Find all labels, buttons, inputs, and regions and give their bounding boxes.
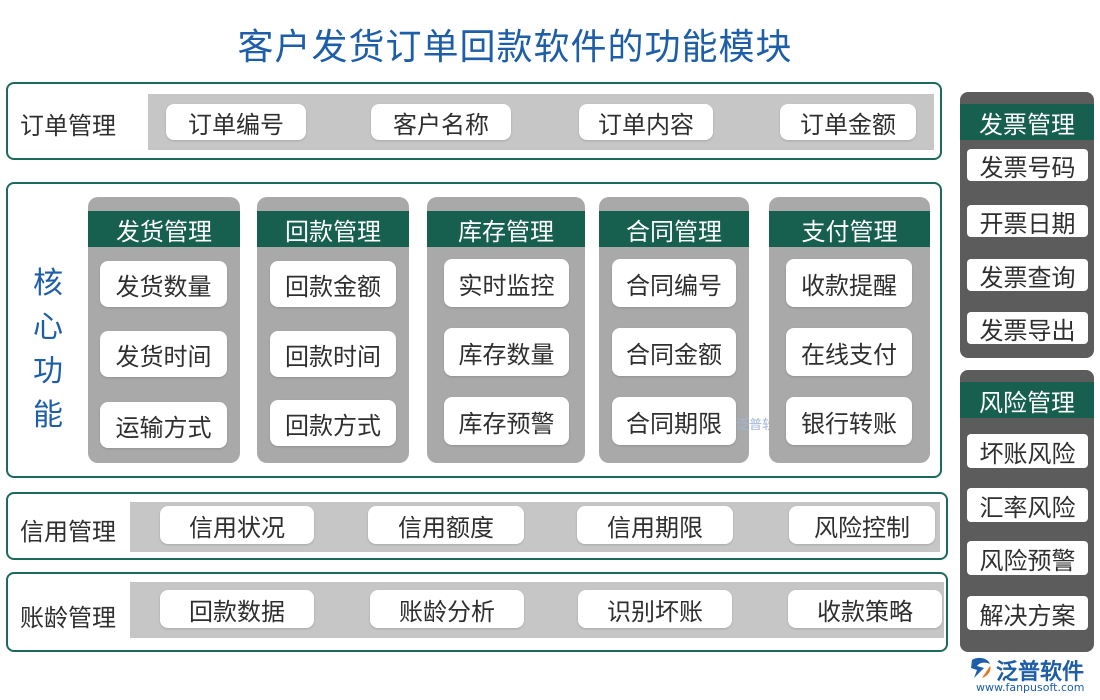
contract-management-column: 合同管理 合同编号 合同金额 合同期限: [599, 197, 749, 463]
payment-management-header: 支付管理: [769, 211, 930, 247]
payment-collection-header: 回款管理: [257, 211, 409, 247]
credit-term: 信用期限: [577, 506, 733, 544]
order-management-section: 订单管理 订单编号 客户名称 订单内容 订单金额: [6, 82, 942, 160]
contract-number: 合同编号: [612, 259, 736, 307]
shipping-management-header: 发货管理: [88, 211, 240, 247]
invoice-query: 发票查询: [967, 259, 1088, 292]
aging-items-strip: 回款数据 账龄分析 识别坏账 收款策略: [130, 582, 944, 638]
risk-management-group: 风险管理 坏账风险 汇率风险 风险预警 解决方案: [960, 370, 1094, 652]
inventory-alert: 库存预警: [444, 397, 569, 445]
payment-data: 回款数据: [160, 590, 314, 628]
invoice-management-header: 发票管理: [960, 104, 1094, 140]
invoice-date: 开票日期: [967, 205, 1088, 238]
exchange-rate-risk: 汇率风险: [967, 488, 1088, 522]
page-title: 客户发货订单回款软件的功能模块: [237, 27, 793, 68]
payment-reminder: 收款提醒: [786, 259, 912, 307]
order-item-amount: 订单金额: [780, 104, 916, 140]
aging-management-section: 账龄管理 回款数据 账龄分析 识别坏账 收款策略: [6, 572, 948, 652]
shipping-method: 运输方式: [100, 402, 227, 448]
invoice-management-group: 发票管理 发票号码 开票日期 发票查询 发票导出: [960, 92, 1094, 358]
order-item-content: 订单内容: [579, 104, 713, 140]
credit-management-section: 信用管理 信用状况 信用额度 信用期限 风险控制: [6, 492, 948, 560]
bad-debt-risk: 坏账风险: [967, 434, 1088, 468]
fanpu-logo-icon: [971, 657, 991, 678]
order-item-number: 订单编号: [166, 104, 306, 140]
logo-name: 泛普软件: [996, 660, 1085, 685]
identify-bad-debt: 识别坏账: [578, 590, 732, 628]
risk-alert: 风险预警: [967, 541, 1088, 575]
online-payment: 在线支付: [786, 328, 912, 376]
solutions: 解决方案: [967, 596, 1088, 630]
bank-transfer: 银行转账: [786, 397, 912, 445]
shipping-quantity: 发货数量: [100, 261, 227, 307]
payment-method: 回款方式: [270, 400, 396, 446]
order-management-label: 订单管理: [20, 112, 116, 140]
contract-term: 合同期限: [612, 397, 736, 445]
credit-management-label: 信用管理: [20, 518, 116, 546]
contract-amount: 合同金额: [612, 328, 736, 376]
credit-items-strip: 信用状况 信用额度 信用期限 风险控制: [130, 502, 940, 552]
collection-strategy: 收款策略: [788, 590, 942, 628]
inventory-management-header: 库存管理: [427, 211, 585, 247]
credit-limit: 信用额度: [368, 506, 524, 544]
order-item-customer: 客户名称: [371, 104, 511, 140]
inventory-quantity: 库存数量: [444, 328, 569, 376]
risk-management-header: 风险管理: [960, 382, 1094, 418]
aging-analysis: 账龄分析: [370, 590, 524, 628]
payment-amount: 回款金额: [270, 261, 396, 307]
payment-management-column: 支付管理 收款提醒 在线支付 银行转账: [769, 197, 930, 463]
shipping-management-column: 发货管理 发货数量 发货时间 运输方式: [88, 197, 240, 463]
order-items-strip: 订单编号 客户名称 订单内容 订单金额: [148, 94, 934, 150]
invoice-export: 发票导出: [967, 312, 1088, 345]
credit-status: 信用状况: [160, 506, 314, 544]
contract-management-header: 合同管理: [599, 211, 749, 247]
invoice-number: 发票号码: [967, 149, 1088, 182]
aging-management-label: 账龄管理: [20, 604, 116, 632]
risk-control: 风险控制: [789, 506, 935, 544]
inventory-monitoring: 实时监控: [444, 259, 569, 307]
payment-collection-column: 回款管理 回款金额 回款时间 回款方式: [257, 197, 409, 463]
shipping-time: 发货时间: [100, 331, 227, 377]
core-functions-label: 核 心 功 能: [33, 266, 63, 433]
inventory-management-column: 库存管理 实时监控 库存数量 库存预警: [427, 197, 585, 463]
payment-time: 回款时间: [270, 331, 396, 377]
logo-url: www.fanpusoft.com: [976, 681, 1085, 694]
